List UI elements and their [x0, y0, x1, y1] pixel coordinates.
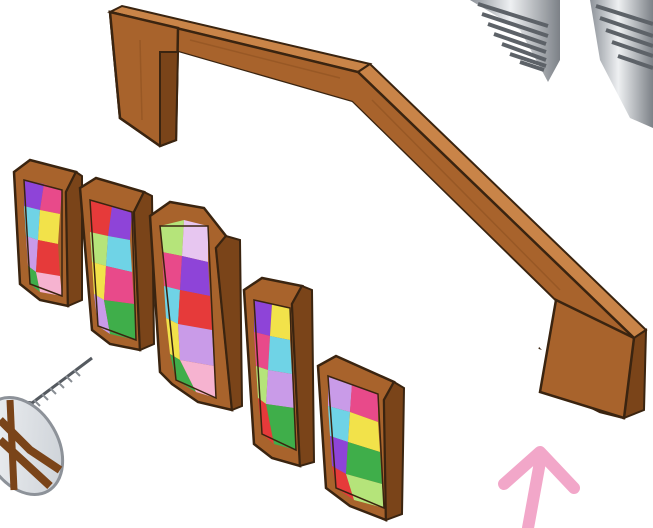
- screw-icon: [470, 0, 653, 128]
- stained-glass-panel-5: [318, 356, 404, 520]
- stained-glass-panel-3: [150, 202, 242, 410]
- arrow-up-icon: [504, 452, 574, 528]
- stained-glass-panel-1: [14, 160, 82, 306]
- stained-glass-panel-2: [80, 178, 154, 350]
- mirror-icon: [0, 383, 79, 509]
- stained-glass-panel-4: [244, 278, 314, 466]
